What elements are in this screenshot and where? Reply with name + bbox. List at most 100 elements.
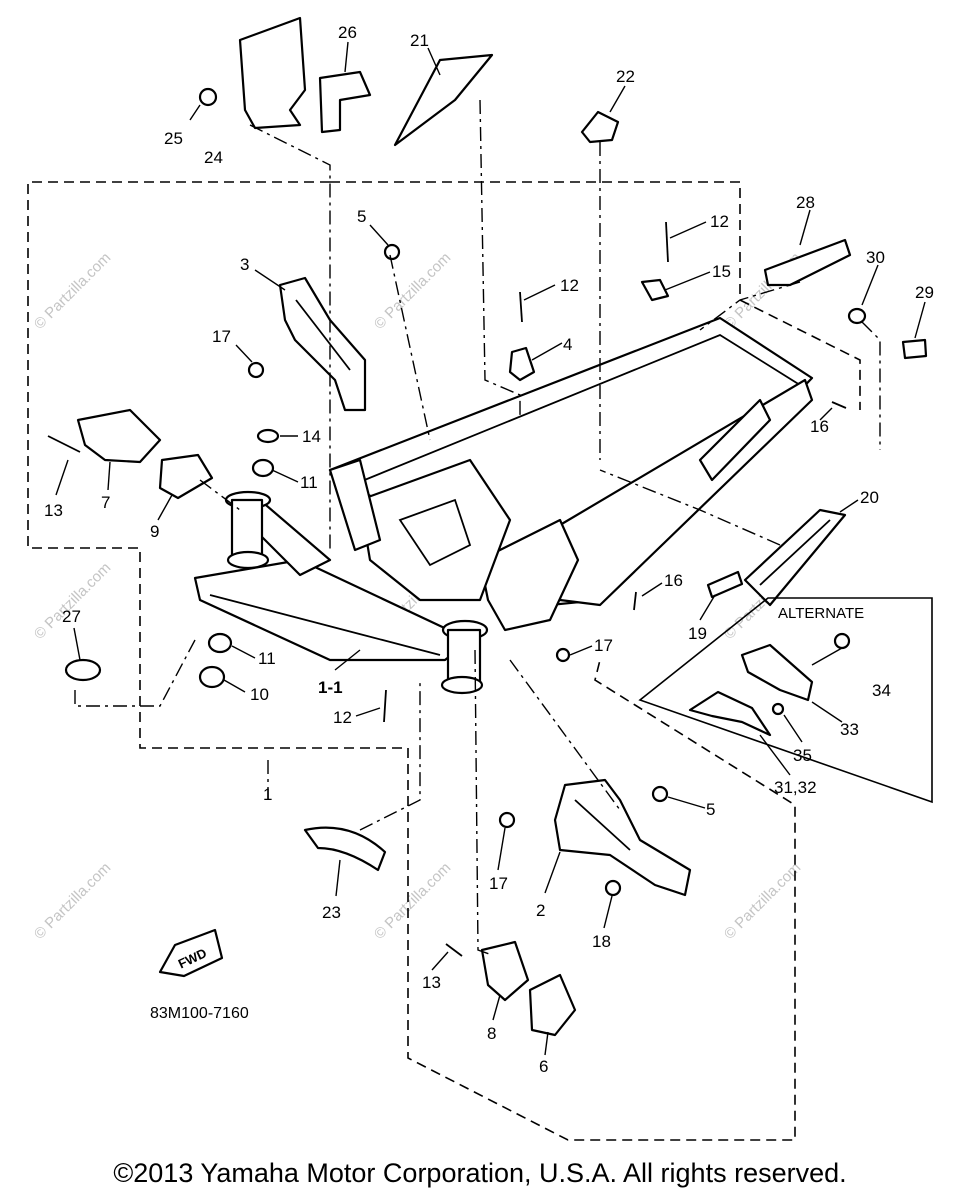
- leader-18: [603, 895, 613, 929]
- plate-24: [238, 16, 307, 130]
- leader-2: [544, 851, 561, 894]
- alternate-frame: [638, 597, 933, 804]
- leader-25: [189, 104, 201, 121]
- watermark: © Partzilla.com: [31, 859, 114, 942]
- lever-33: [740, 643, 814, 702]
- callout-33: 33: [840, 720, 859, 739]
- bolt-25: [198, 87, 218, 107]
- watermark: © Partzilla.com: [31, 559, 114, 642]
- callout-7: 7: [101, 493, 110, 512]
- leader-3: [254, 269, 286, 291]
- callout-26: 26: [338, 23, 357, 42]
- leader-28: [799, 209, 811, 246]
- bolt-5-top: [383, 243, 401, 261]
- frame-center-housing: [358, 458, 512, 602]
- leader-11-lower: [231, 645, 256, 659]
- bolt-12-top: [665, 221, 669, 263]
- leader-5-low: [667, 796, 706, 809]
- callout-25: 25: [164, 129, 183, 148]
- line-20-frame: [599, 469, 781, 546]
- line-bracket2-frame: [509, 659, 621, 811]
- leader-16-right: [819, 407, 833, 421]
- bolt-18: [604, 879, 622, 897]
- line-24-frame: [249, 124, 331, 550]
- leader-9: [157, 494, 173, 521]
- clip-29: [901, 338, 928, 360]
- leader-8: [492, 994, 501, 1021]
- callout-16-right: 16: [810, 417, 829, 436]
- callout-35: 35: [793, 746, 812, 765]
- leader-23: [335, 859, 341, 897]
- callout-1: 1: [263, 785, 272, 804]
- frame-center-plate: [398, 498, 472, 567]
- frame-tunnel: [478, 518, 580, 632]
- leader-20: [839, 499, 859, 513]
- bracket-2-body: [553, 778, 692, 897]
- callout-17-a: 17: [212, 327, 231, 346]
- frame-deck-rail: [339, 333, 801, 491]
- bolt-16-right: [831, 401, 847, 409]
- line-bracket3-frame: [389, 254, 431, 441]
- diagram-code: 83M100-7160: [150, 1005, 249, 1022]
- spindle-base-left: [226, 550, 270, 570]
- callout-13-upper: 13: [44, 501, 63, 520]
- leader-16-low: [641, 582, 663, 597]
- cap-22: [580, 110, 620, 144]
- copyright-notice: ©2013 Yamaha Motor Corporation, U.S.A. A…: [113, 1158, 847, 1188]
- callout-6: 6: [539, 1057, 548, 1076]
- plate-28: [763, 238, 852, 287]
- callout-19: 19: [688, 624, 707, 643]
- line-23-frame: [359, 680, 421, 831]
- leader-31-32: [759, 734, 791, 776]
- watermark: © Partzilla.com: [371, 249, 454, 332]
- callout-4: 4: [563, 335, 572, 354]
- bolt-34: [833, 632, 851, 650]
- leader-13-lower: [431, 951, 449, 971]
- frame-side-gusset: [698, 398, 772, 482]
- watermark: © Partzilla.com: [371, 859, 454, 942]
- callout-10: 10: [250, 685, 269, 704]
- callout-31-32: 31,32: [774, 778, 817, 797]
- leader-6: [544, 1031, 549, 1056]
- bolt-5-low: [651, 785, 669, 803]
- leader-30: [861, 264, 879, 306]
- screw-13-upper: [47, 435, 81, 453]
- leader-17-a: [235, 344, 253, 363]
- callout-23: 23: [322, 903, 341, 922]
- gasket-8: [480, 940, 530, 1002]
- callout-2: 2: [536, 901, 545, 920]
- pad-21: [393, 53, 494, 147]
- ring-27: [64, 658, 102, 682]
- leader-1-1: [334, 649, 361, 671]
- line-boot-frame: [474, 649, 493, 956]
- line-9-frame: [199, 479, 241, 511]
- bracket-2-edge: [574, 799, 631, 851]
- callout-17-c: 17: [489, 874, 508, 893]
- callout-15: 15: [712, 262, 731, 281]
- nut-17-b: [555, 647, 571, 663]
- callout-27: 27: [62, 607, 81, 626]
- small-parts: [47, 16, 928, 1037]
- mat-20: [743, 508, 847, 607]
- front-strut-right: [328, 458, 382, 552]
- bushing-10: [198, 665, 226, 689]
- leader-12-mid: [523, 284, 556, 301]
- bolt-12-low: [383, 689, 387, 723]
- bracket-2: [553, 778, 692, 897]
- leader-26: [344, 41, 349, 73]
- leader-27: [73, 627, 81, 661]
- spindle-base-right: [440, 675, 484, 695]
- leader-12-low: [355, 707, 381, 717]
- leader-10: [223, 679, 246, 693]
- crossmember-edge: [209, 594, 441, 656]
- alternate-box: ALTERNATE: [638, 597, 933, 804]
- leader-34: [811, 647, 843, 666]
- lever-31-32: [688, 690, 772, 737]
- leader-29: [914, 301, 926, 339]
- line-21-frame: [479, 99, 521, 420]
- bolt-12-mid: [519, 291, 523, 323]
- leader-21: [427, 47, 441, 76]
- callout-13-lower: 13: [422, 973, 441, 992]
- callout-8: 8: [487, 1024, 496, 1043]
